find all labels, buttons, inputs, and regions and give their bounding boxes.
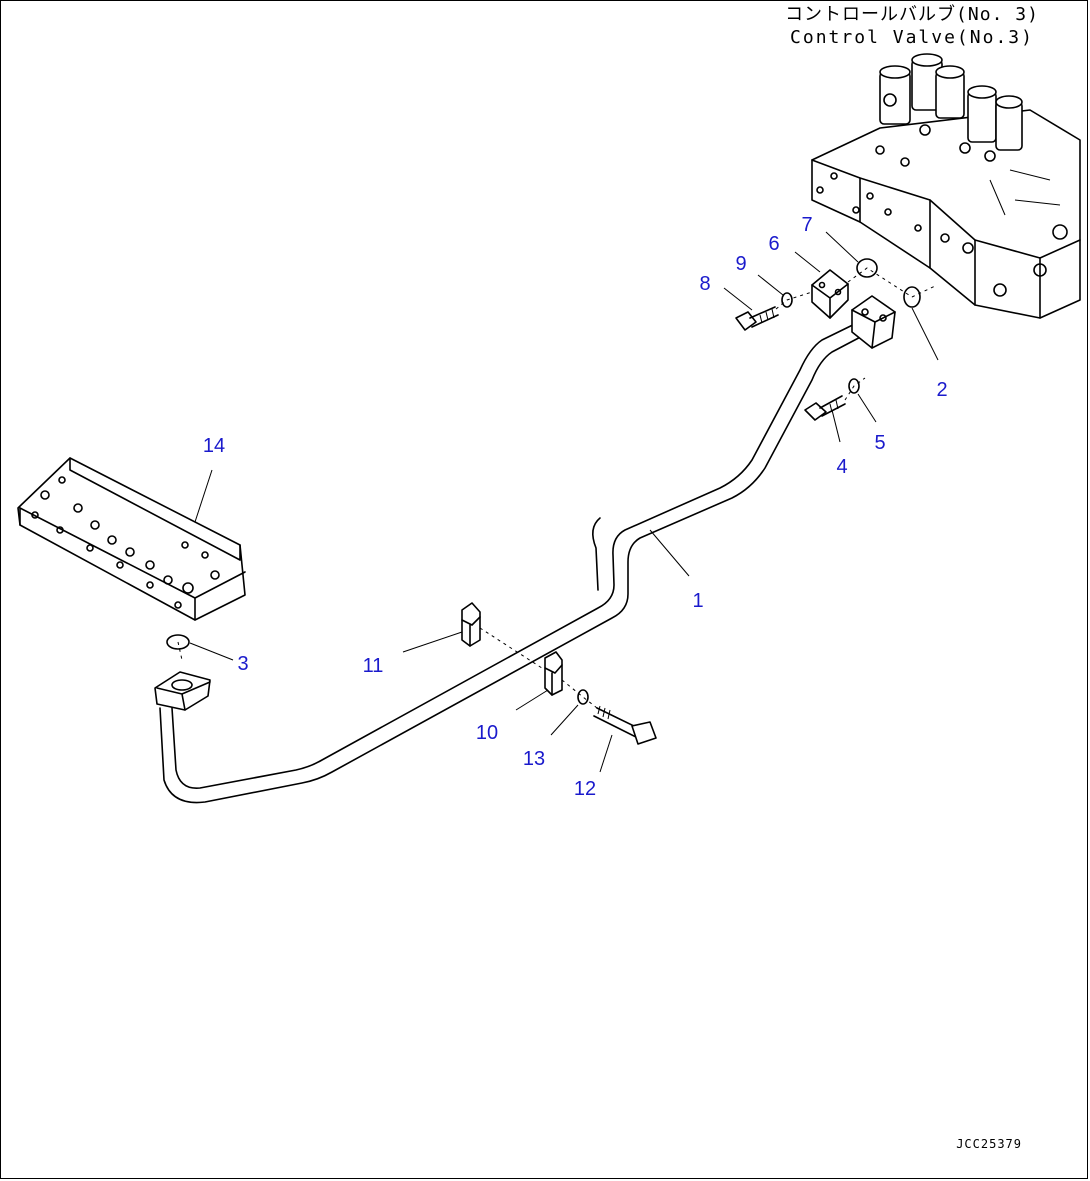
assembly-line-bolt-12 [561,679,598,709]
assembly-line-bolt-4 [844,377,866,401]
bolt-12 [593,705,657,745]
title-japanese: コントロールバルブ(No. 3) [785,3,1039,25]
callout-13: 13 [523,748,545,770]
leader-lines [189,231,939,773]
callout-12: 12 [574,778,596,800]
bolt-8 [735,306,779,331]
washer-13 [577,689,589,705]
callout-10: 10 [476,722,498,744]
washer-9 [781,292,793,308]
callout-2: 2 [936,379,947,401]
clamp-11 [461,602,481,647]
drawing-id: JCC25379 [956,1137,1022,1151]
assembly-line-clamp [479,627,546,671]
callout-5: 5 [874,432,885,454]
callout-6: 6 [768,233,779,255]
washer-5 [848,378,860,394]
title-english: Control Valve(No.3) [790,27,1034,48]
valve-block-drawing [17,457,246,621]
o-ring-3 [166,634,190,650]
callout-9: 9 [735,253,746,275]
assembly-line-flange [847,267,913,298]
assembly-line-oring-3 [177,641,183,661]
o-ring-7 [856,258,878,278]
callout-4: 4 [836,456,847,478]
clamp-10 [544,651,563,696]
callout-1: 1 [692,590,703,612]
split-flange-6 [811,269,849,319]
bolt-4 [804,395,846,421]
tube-flange-valve-end [851,295,896,349]
hydraulic-tube-drawing [159,317,871,804]
callout-11: 11 [363,655,384,677]
callout-7: 7 [801,214,812,236]
assembly-line-bolt-8 [775,291,813,310]
callout-8: 8 [699,273,710,295]
tube-flange-block-end [154,671,211,711]
assembly-line-oring-2 [911,285,936,298]
control-valve-drawing [811,53,1081,319]
callout-3: 3 [237,653,248,675]
o-ring-2 [903,286,921,308]
callout-14: 14 [203,435,225,457]
